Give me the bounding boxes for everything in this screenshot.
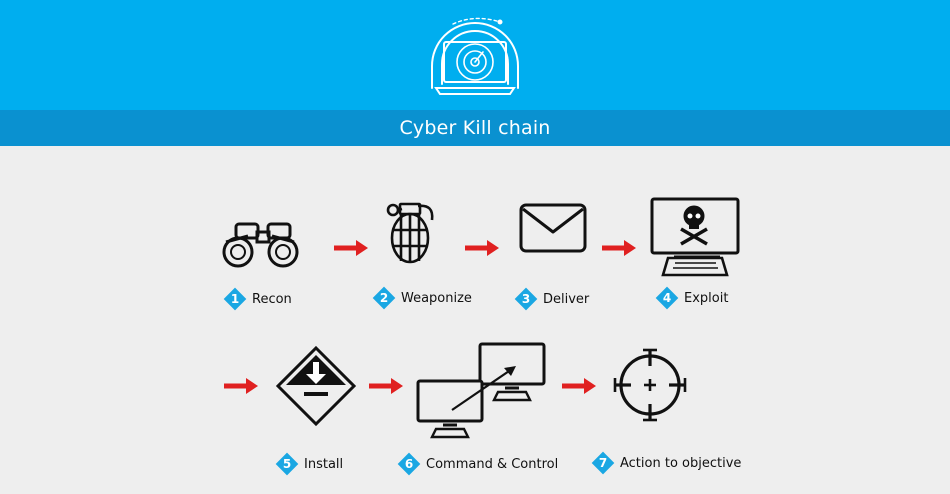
arrow-2-to-3 <box>465 240 499 256</box>
step-install: 5 Install <box>276 453 343 475</box>
binoculars-icon <box>222 222 299 268</box>
two-monitors-icon <box>416 342 546 439</box>
envelope-icon <box>519 203 587 253</box>
step-label-text: Command & Control <box>426 456 559 472</box>
page-title: Cyber Kill chain <box>399 117 551 139</box>
header-banner <box>0 0 950 110</box>
step-number-badge: 2 <box>373 287 395 309</box>
step-number-badge: 3 <box>515 288 537 310</box>
step-number-badge: 5 <box>276 453 298 475</box>
arrow-6-to-7 <box>562 378 596 394</box>
step-number-badge: 6 <box>398 453 420 475</box>
step-number-badge: 1 <box>224 288 246 310</box>
step-deliver: 3 Deliver <box>515 288 589 310</box>
laptop-target-icon <box>431 17 519 95</box>
arrow-1-to-2 <box>334 240 368 256</box>
step-recon: 1 Recon <box>224 288 292 310</box>
step-action-objective: 7 Action to objective <box>592 452 742 474</box>
skull-monitor-icon <box>650 197 740 277</box>
step-label-text: Action to objective <box>620 455 742 471</box>
grenade-icon <box>386 202 434 264</box>
arrow-3-to-4 <box>602 240 636 256</box>
arrow-5-to-6 <box>369 378 403 394</box>
step-number-badge: 4 <box>656 287 678 309</box>
arrow-to-5 <box>224 378 258 394</box>
step-label-text: Install <box>304 456 344 472</box>
step-label-text: Recon <box>252 291 292 307</box>
download-diamond-icon <box>275 345 357 427</box>
step-number-badge: 7 <box>592 452 614 474</box>
step-command-control: 6 Command & Control <box>398 453 558 475</box>
step-label-text: Weaponize <box>401 290 472 306</box>
step-label-text: Deliver <box>543 291 590 307</box>
step-label-text: Exploit <box>684 290 729 306</box>
crosshair-icon <box>613 348 687 422</box>
step-exploit: 4 Exploit <box>656 287 729 309</box>
step-weaponize: 2 Weaponize <box>373 287 472 309</box>
title-bar: Cyber Kill chain <box>0 110 950 146</box>
